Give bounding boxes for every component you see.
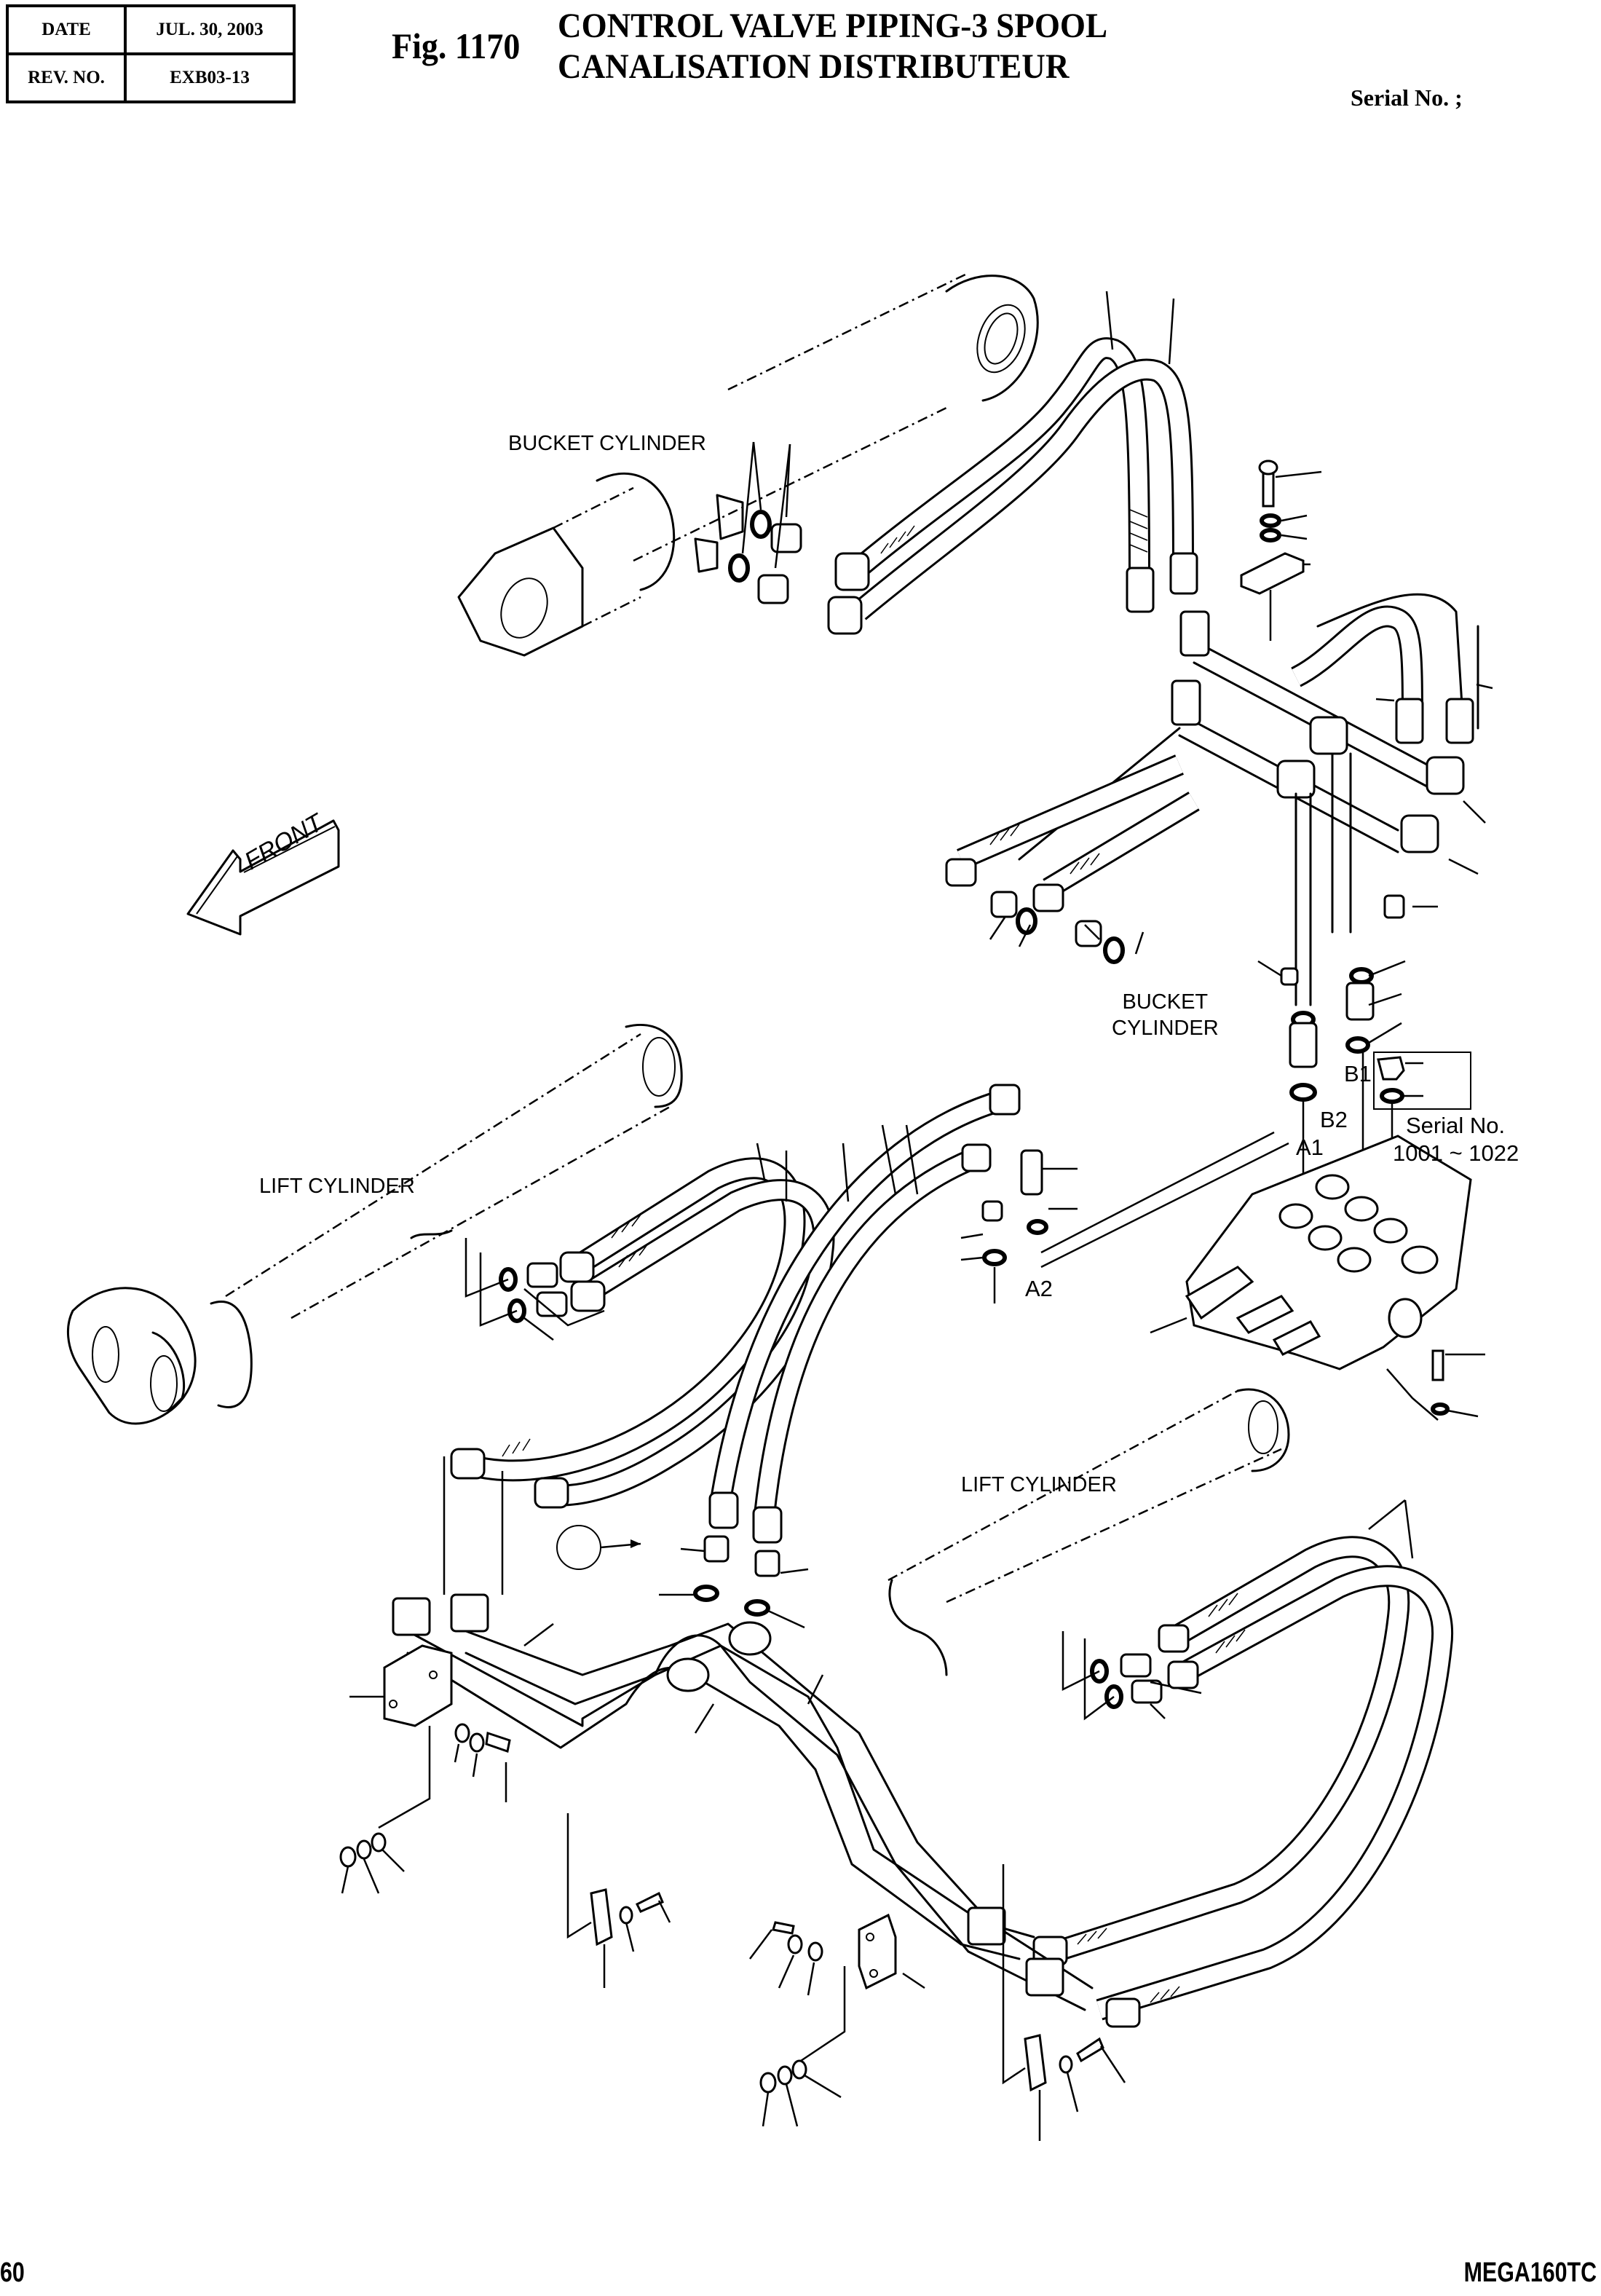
bucket-cylinder-mid-hoses — [945, 754, 1200, 964]
bucket-cylinder-label-top: BUCKET CYLINDER — [508, 432, 706, 455]
figure-title: CONTROL VALVE PIPING-3 SPOOL CANALISATIO… — [558, 6, 1107, 87]
port-label-a2: A2 — [1025, 1276, 1053, 1301]
model-code: MEGA160TC — [1463, 2257, 1597, 2288]
serial-range-note: Serial No. 1001 ~ 1022 — [1393, 1112, 1519, 1167]
lift-cylinder-right — [888, 1388, 1290, 1721]
port-label-b1: B1 — [1344, 1061, 1372, 1086]
title-french: CANALISATION DISTRIBUTEUR — [558, 47, 1070, 86]
revision-label: REV. NO. — [6, 52, 127, 103]
front-direction-arrow — [186, 819, 340, 936]
valve-to-lower-hoses — [556, 1084, 1078, 1629]
serial-note-line1: Serial No. — [1406, 1113, 1506, 1138]
lift-cylinder-right-hoses — [1032, 1499, 1454, 2028]
title-english: CONTROL VALVE PIPING-3 SPOOL — [558, 7, 1108, 45]
revision-table: DATE JUL. 30, 2003 REV. NO. EXB03-13 — [6, 4, 296, 103]
page-number: 60 — [0, 2257, 25, 2288]
clamp-assembly — [1240, 459, 1322, 641]
tube-brackets-hardware — [339, 1644, 1126, 2141]
lift-cylinder-label-left: LIFT CYLINDER — [259, 1175, 415, 1198]
bucket-label-line2: CYLINDER — [1112, 1017, 1219, 1040]
bucket-cylinder-label-mid: BUCKET CYLINDER — [1112, 989, 1219, 1041]
control-valve-3-spool — [1040, 1131, 1485, 1421]
lift-cylinder-left-hoses — [450, 1143, 835, 1509]
figure-number: Fig. 1170 — [392, 25, 521, 66]
lift-cylinder-left — [66, 1023, 683, 1425]
serial-number-label: Serial No. ; — [1351, 84, 1463, 111]
date-row: DATE JUL. 30, 2003 — [6, 4, 296, 55]
date-label: DATE — [6, 4, 127, 55]
bucket-label-line1: BUCKET — [1122, 990, 1209, 1014]
port-label-b2: B2 — [1320, 1107, 1348, 1132]
serial-note-line2: 1001 ~ 1022 — [1393, 1140, 1519, 1166]
port-label-a1: A1 — [1296, 1135, 1324, 1160]
date-value: JUL. 30, 2003 — [124, 4, 296, 55]
bucket-cylinder-top — [457, 272, 1039, 657]
lift-cylinder-label-right: LIFT CYLINDER — [961, 1473, 1117, 1496]
revision-value: EXB03-13 — [124, 52, 296, 103]
bucket-cylinder-hoses — [827, 291, 1198, 635]
lower-steel-tubes — [392, 1456, 1094, 2011]
revision-row: REV. NO. EXB03-13 — [6, 52, 296, 103]
crossover-pipes — [1018, 593, 1493, 1006]
